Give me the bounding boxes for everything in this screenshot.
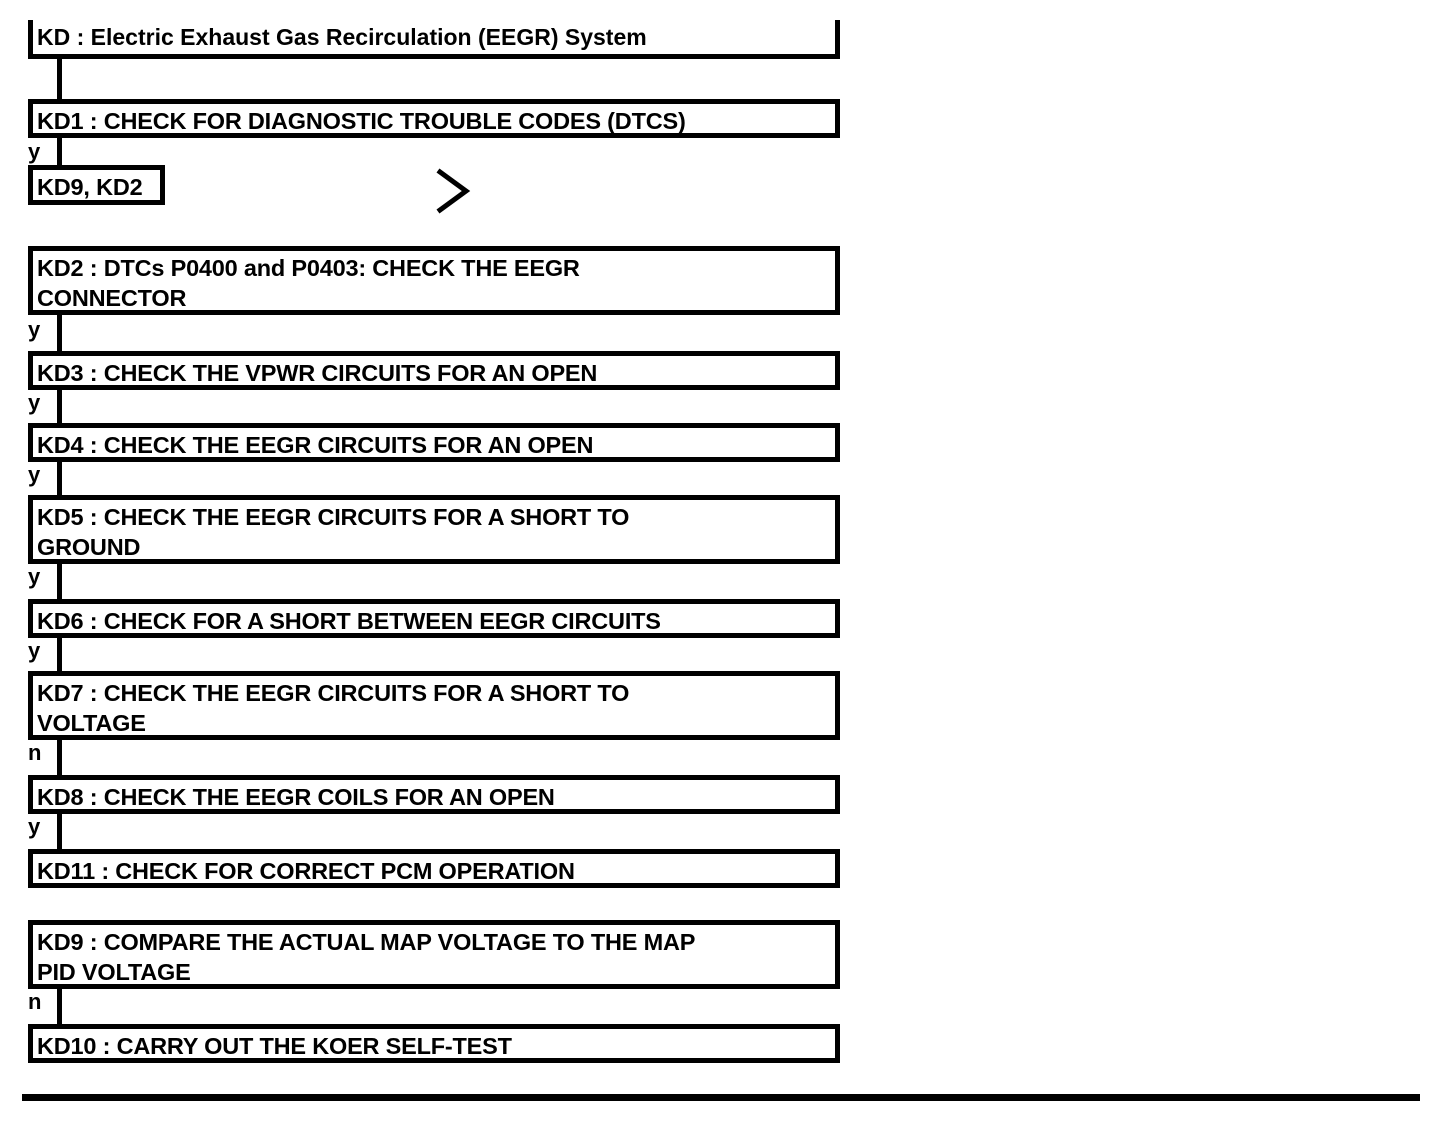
connector-kd5-to-kd6 bbox=[57, 564, 62, 599]
connector-kd7-to-kd8 bbox=[57, 740, 62, 775]
flowchart-node-kd-title[interactable]: KD : Electric Exhaust Gas Recirculation … bbox=[28, 20, 840, 59]
branch-label-kd8-to-kd11: y bbox=[28, 814, 41, 839]
flowchart-node-kd11[interactable]: KD11 : CHECK FOR CORRECT PCM OPERATION bbox=[28, 849, 840, 888]
connector-kd6-to-kd7 bbox=[57, 638, 62, 671]
connector-kd-to-kd1 bbox=[57, 59, 62, 99]
connector-kd1-to-ref bbox=[57, 138, 62, 165]
branch-label-kd1-to-ref: y bbox=[28, 139, 41, 164]
flowchart-node-kd8[interactable]: KD8 : CHECK THE EEGR COILS FOR AN OPEN bbox=[28, 775, 840, 814]
flowchart-node-reference-kd9-kd2[interactable]: KD9, KD2 bbox=[28, 165, 165, 205]
flowchart-node-kd6[interactable]: KD6 : CHECK FOR A SHORT BETWEEN EEGR CIR… bbox=[28, 599, 840, 638]
connector-kd8-to-kd11 bbox=[57, 814, 62, 849]
flowchart-node-kd5[interactable]: KD5 : CHECK THE EEGR CIRCUITS FOR A SHOR… bbox=[28, 495, 840, 564]
connector-kd4-to-kd5 bbox=[57, 462, 62, 495]
branch-label-kd4-to-kd5: y bbox=[28, 462, 41, 487]
branch-label-kd6-to-kd7: y bbox=[28, 638, 41, 663]
flowchart-node-kd1[interactable]: KD1 : CHECK FOR DIAGNOSTIC TROUBLE CODES… bbox=[28, 99, 840, 138]
branch-label-kd3-to-kd4: y bbox=[28, 390, 41, 415]
flowchart-node-kd7[interactable]: KD7 : CHECK THE EEGR CIRCUITS FOR A SHOR… bbox=[28, 671, 840, 740]
footer-divider bbox=[22, 1094, 1420, 1101]
branch-label-kd9-to-kd10: n bbox=[28, 989, 42, 1014]
flowchart-node-kd2[interactable]: KD2 : DTCs P0400 and P0403: CHECK THE EE… bbox=[28, 246, 840, 315]
flowchart-node-kd4[interactable]: KD4 : CHECK THE EEGR CIRCUITS FOR AN OPE… bbox=[28, 423, 840, 462]
flowchart-node-kd3[interactable]: KD3 : CHECK THE VPWR CIRCUITS FOR AN OPE… bbox=[28, 351, 840, 390]
branch-label-kd2-to-kd3: y bbox=[28, 317, 41, 342]
chevron-right-icon bbox=[436, 168, 474, 214]
connector-kd2-to-kd3 bbox=[57, 315, 62, 353]
flowchart-node-kd10[interactable]: KD10 : CARRY OUT THE KOER SELF-TEST bbox=[28, 1024, 840, 1063]
branch-label-kd7-to-kd8: n bbox=[28, 740, 42, 765]
connector-kd9-to-kd10 bbox=[57, 989, 62, 1024]
flowchart-node-kd9[interactable]: KD9 : COMPARE THE ACTUAL MAP VOLTAGE TO … bbox=[28, 920, 840, 989]
connector-kd3-to-kd4 bbox=[57, 390, 62, 423]
branch-label-kd5-to-kd6: y bbox=[28, 564, 41, 589]
